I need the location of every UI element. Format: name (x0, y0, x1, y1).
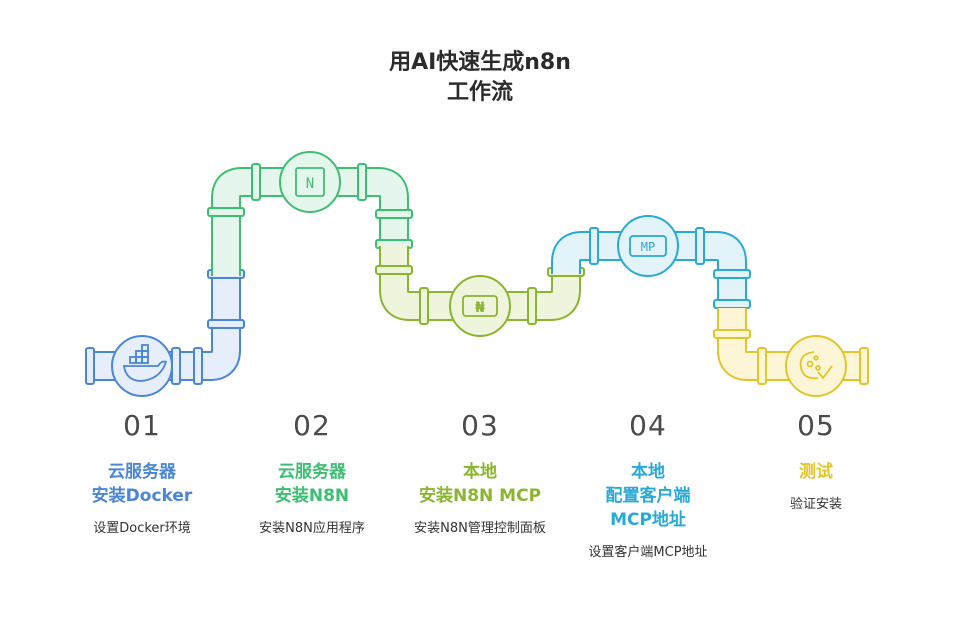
pipeline-graphic: N ₦ MP (85, 151, 869, 397)
step-heading-line: 安装N8N MCP (418, 486, 542, 506)
step-number: 04 (629, 409, 667, 442)
node-1 (111, 335, 173, 397)
step-heading-line: 本地 (463, 462, 497, 482)
step-description: 安装N8N管理控制面板 (414, 521, 546, 536)
step-number: 01 (123, 409, 161, 442)
step-description: 安装N8N应用程序 (259, 521, 365, 536)
test-tube-check-icon (799, 351, 833, 380)
node-3: ₦ (449, 275, 511, 337)
step-number: 03 (461, 409, 499, 442)
step-heading-line: 测试 (799, 462, 833, 482)
step-1: 01 云服务器安装Docker 设置Docker环境 (52, 406, 232, 538)
step-2: 02 云服务器安装N8N 安装N8N应用程序 (222, 406, 402, 538)
step-number: 05 (797, 409, 835, 442)
naira-badge-text: ₦ (475, 300, 485, 316)
step-number: 02 (293, 409, 331, 442)
node-5 (785, 335, 847, 397)
step-heading: 本地安装N8N MCP (390, 460, 570, 508)
step-heading-line: 本地 (631, 462, 665, 482)
step-heading: 本地配置客户端 MCP地址 (558, 460, 738, 532)
mcp-badge-text: MP (641, 240, 655, 254)
step-heading: 云服务器安装Docker (52, 460, 232, 508)
naira-currency-icon: ₦ (462, 295, 498, 317)
n8n-logo-icon: N (295, 167, 325, 197)
diagram-title-line-2: 工作流 (446, 80, 513, 105)
step-heading-line: 安装Docker (91, 486, 193, 506)
node-2: N (279, 151, 341, 213)
step-4: 04 本地配置客户端 MCP地址设置客户端MCP地址 (558, 406, 738, 562)
step-heading-line: 安装N8N (274, 486, 350, 506)
step-heading-line: 配置客户端 (605, 486, 691, 506)
step-heading: 测试 (726, 460, 906, 484)
n8n-badge-text: N (306, 176, 314, 192)
step-heading: 云服务器安装N8N (222, 460, 402, 508)
step-heading-line: 云服务器 (108, 462, 176, 482)
mcp-badge-icon: MP (629, 235, 667, 257)
step-description: 设置客户端MCP地址 (588, 545, 708, 560)
step-5: 05 测试验证安装 (726, 406, 906, 514)
docker-whale-icon (122, 344, 168, 382)
diagram-title-line-1: 用AI快速生成n8n (389, 50, 571, 75)
pipe-segment-5 (713, 308, 869, 385)
step-description: 验证安装 (789, 497, 842, 512)
step-heading-line: MCP地址 (610, 510, 686, 530)
node-4: MP (617, 215, 679, 277)
step-description: 设置Docker环境 (93, 521, 191, 536)
step-3: 03 本地安装N8N MCP 安装N8N管理控制面板 (390, 406, 570, 538)
step-heading-line: 云服务器 (278, 462, 346, 482)
